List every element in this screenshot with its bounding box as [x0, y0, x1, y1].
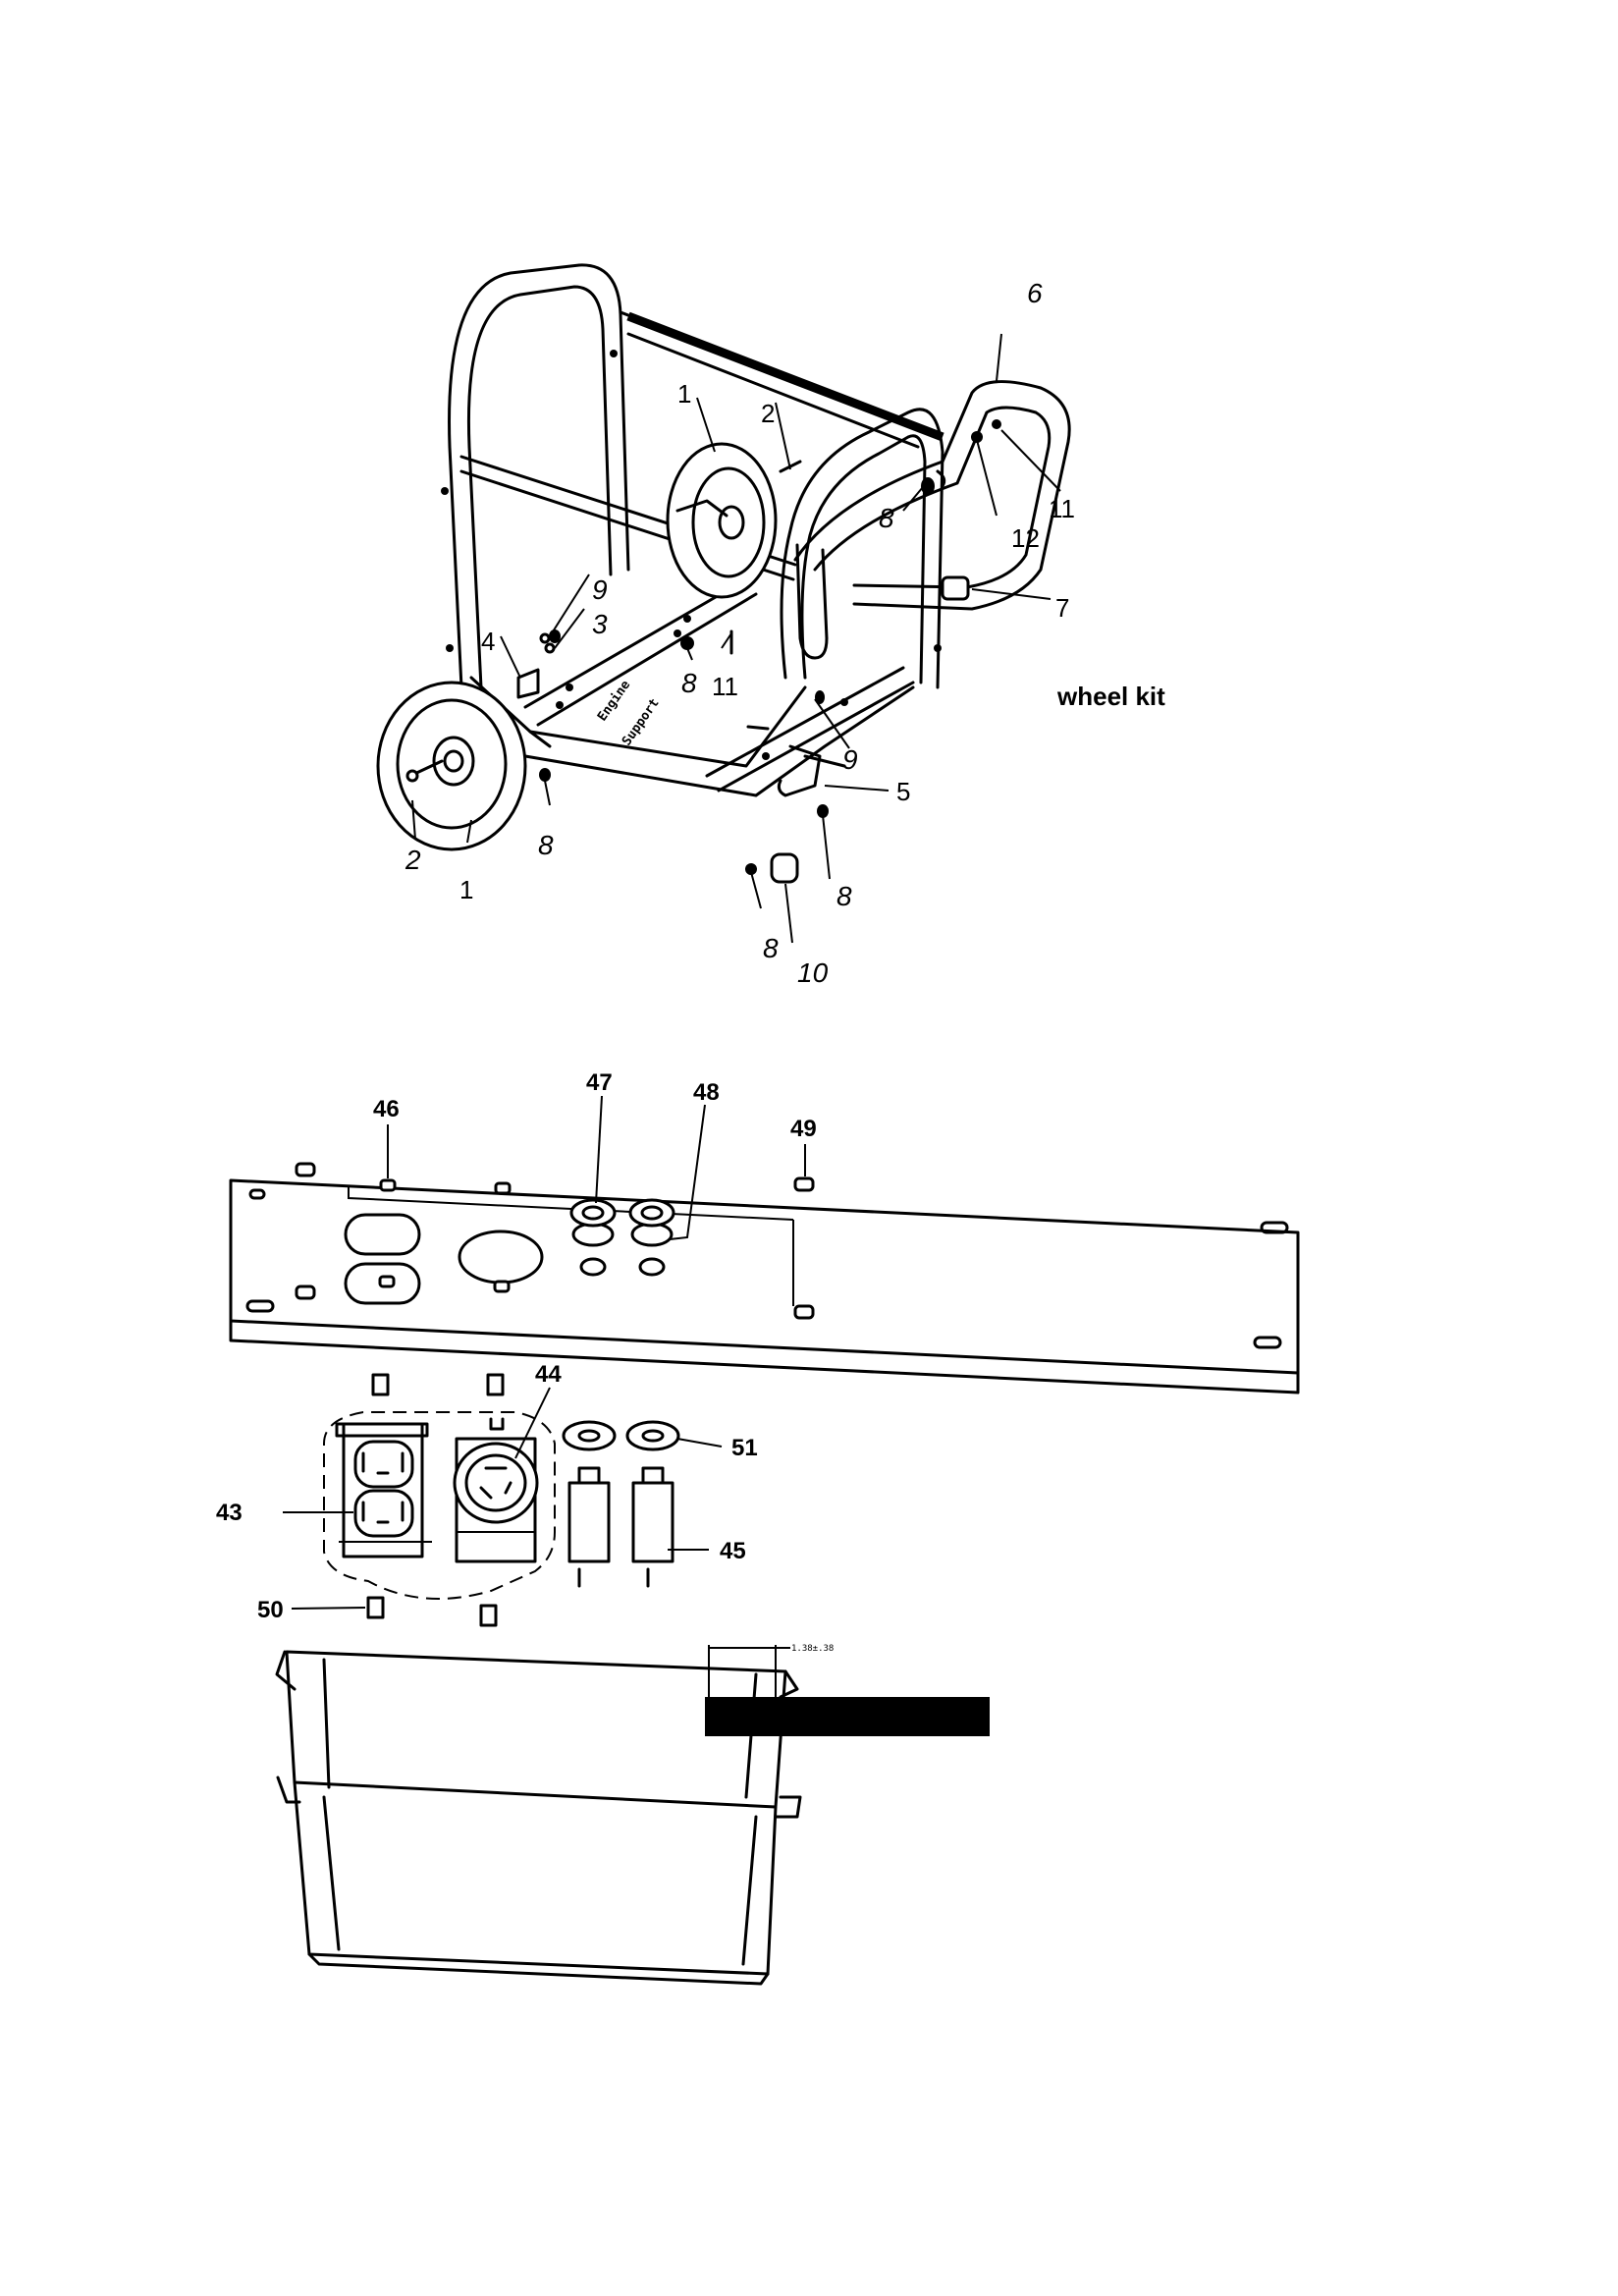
callout-5: 5	[896, 777, 910, 806]
callout-2-front: 2	[404, 845, 421, 875]
wheel-kit-callouts: 6 1 2 8 11 12 7 9 3 4 8 11 9 5 2 1 8 8 8…	[404, 278, 1165, 988]
svg-text:Engine: Engine	[595, 678, 633, 724]
callout-7: 7	[1055, 593, 1069, 623]
callout-8-front: 8	[538, 830, 554, 860]
callout-4: 4	[481, 627, 495, 656]
callout-45: 45	[720, 1538, 746, 1564]
callout-51: 51	[731, 1435, 758, 1461]
panel-screws	[295, 1162, 815, 1320]
callout-1-front: 1	[459, 875, 473, 904]
callout-44: 44	[535, 1361, 562, 1388]
callout-1-rear: 1	[677, 379, 691, 409]
callout-6: 6	[1027, 278, 1043, 308]
callout-11-mid: 11	[712, 672, 738, 701]
callout-2-rear: 2	[761, 399, 775, 428]
wheel-kit-leaders	[411, 333, 1061, 944]
callout-9-top: 9	[592, 574, 608, 605]
callout-9-mid: 9	[842, 744, 858, 775]
callout-8-top: 8	[879, 503, 894, 533]
wheel-kit-title: wheel kit	[1056, 682, 1165, 711]
callout-47: 47	[586, 1069, 613, 1096]
callout-11-top: 11	[1049, 494, 1075, 523]
callout-8-right: 8	[836, 881, 852, 911]
stencil-support: Support	[620, 696, 663, 748]
stencil-engine: Engine	[595, 678, 633, 724]
callout-46: 46	[373, 1096, 400, 1122]
callout-8-bottom: 8	[763, 933, 779, 963]
svg-text:Support: Support	[620, 696, 663, 748]
duplex-receptacle	[335, 1422, 432, 1558]
receptacle-group	[323, 1373, 680, 1627]
callout-10: 10	[797, 957, 829, 988]
front-wheel	[376, 681, 527, 851]
mounting-clips	[366, 1373, 505, 1627]
dimension-note: 1.38±.38	[791, 1644, 834, 1654]
rear-wheel	[666, 442, 802, 599]
control-panel-plate	[229, 1162, 1300, 1394]
callout-43: 43	[216, 1500, 243, 1526]
callout-49: 49	[790, 1116, 817, 1142]
twist-lock-receptacle	[453, 1417, 539, 1563]
panel-leaders	[283, 1095, 806, 1610]
callout-8-mid: 8	[681, 668, 697, 698]
callout-50: 50	[257, 1597, 284, 1623]
circuit-breakers	[562, 1420, 680, 1588]
panel-callouts: 46 47 48 49 44 51 43 45 50	[216, 1069, 817, 1623]
callout-12: 12	[1011, 523, 1040, 553]
callout-48: 48	[693, 1079, 720, 1106]
control-box: 1.38±.38	[275, 1644, 990, 1986]
callout-3: 3	[592, 609, 608, 639]
